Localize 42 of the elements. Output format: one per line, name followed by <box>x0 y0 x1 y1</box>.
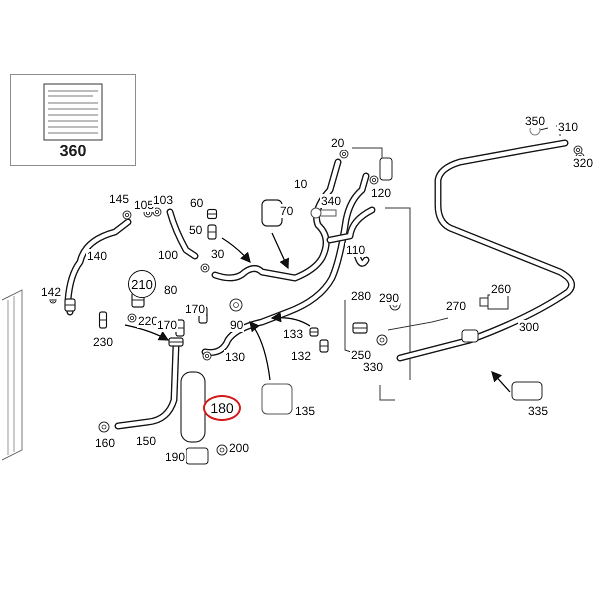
callout-number: 330 <box>362 360 384 374</box>
callout-number: 340 <box>320 194 342 208</box>
callout-number: 100 <box>157 248 180 262</box>
callout-number: 170 <box>184 302 206 316</box>
callout-number: 145 <box>108 192 130 206</box>
callout-number: 140 <box>86 249 108 263</box>
callout-number: 350 <box>524 114 546 128</box>
callout-number: 160 <box>94 436 116 450</box>
callout-number: 30 <box>210 247 226 261</box>
callout-number: 110 <box>345 243 366 257</box>
callout-number: 310 <box>557 120 580 134</box>
callout-number: 290 <box>378 291 400 305</box>
callout-number: 120 <box>370 186 392 200</box>
callout-circle: 210 <box>128 270 156 298</box>
callout-number: 10 <box>293 177 308 191</box>
callout-number: 133 <box>282 327 304 341</box>
callout-number: 90 <box>229 318 244 332</box>
callout-number: 170 <box>156 318 178 332</box>
callout-number: 60 <box>189 196 204 210</box>
callout-number: 103 <box>152 193 174 207</box>
callout-number: 190 <box>164 450 186 464</box>
callout-number: 80 <box>163 283 178 297</box>
callout-number: 135 <box>294 404 316 418</box>
callout-number: 70 <box>279 204 294 218</box>
callout-number: 360 <box>60 143 86 161</box>
callout-number: 50 <box>188 223 204 237</box>
callout-number: 300 <box>518 320 540 334</box>
callout-number: 20 <box>330 136 346 150</box>
callout-number: 230 <box>92 335 114 349</box>
callout-number: 132 <box>290 349 312 363</box>
callout-number: 335 <box>527 404 550 418</box>
callout-number: 270 <box>445 299 468 313</box>
callout-number: 150 <box>135 434 158 448</box>
callout-number: 260 <box>490 282 512 296</box>
highlight-ellipse: 180 <box>203 395 241 421</box>
callout-number: 280 <box>350 289 372 303</box>
callout-number: 320 <box>572 156 594 170</box>
callout-number: 130 <box>224 350 246 364</box>
callout-number: 142 <box>40 285 62 299</box>
callout-number: 200 <box>228 441 250 455</box>
label-sticker-frame <box>10 74 136 166</box>
callout-number: 250 <box>350 348 372 362</box>
